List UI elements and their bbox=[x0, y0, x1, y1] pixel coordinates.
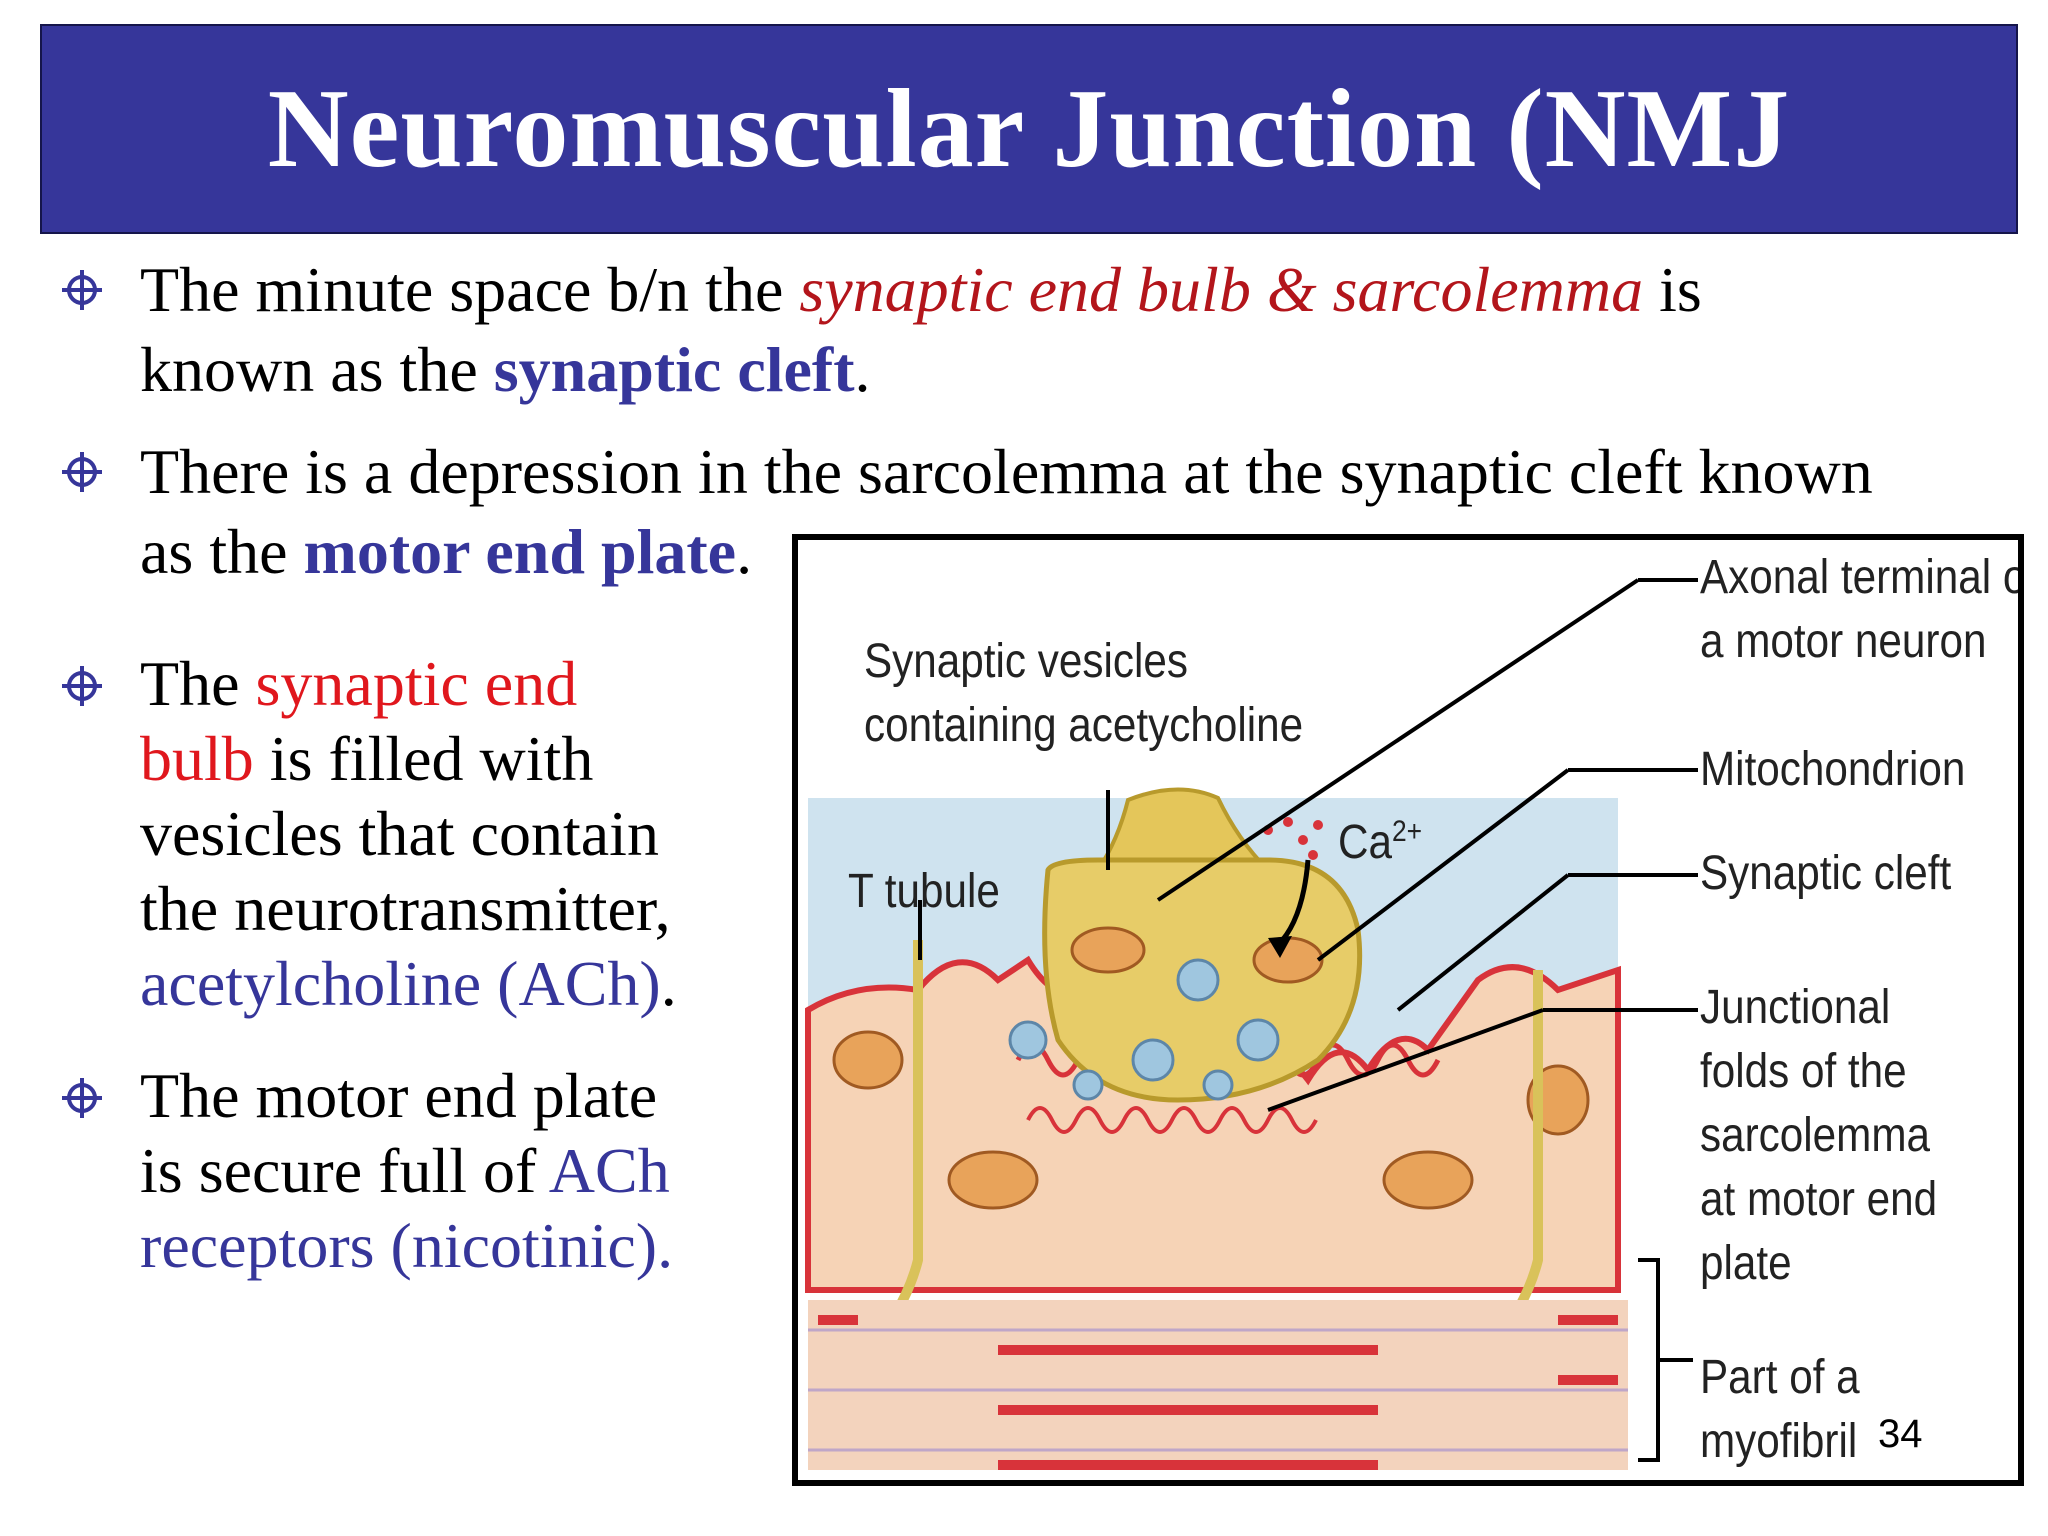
mitochondrion-muscle bbox=[1382, 1150, 1474, 1210]
bullet-2-period: . bbox=[736, 516, 753, 587]
myofibril bbox=[808, 1300, 1628, 1470]
myofibril-bracket bbox=[1638, 1258, 1660, 1462]
bullet-3-text-c: vesicles that contain bbox=[140, 798, 659, 869]
ca-ion bbox=[1283, 817, 1293, 827]
bullet-4-term-b: receptors (nicotinic). bbox=[140, 1210, 674, 1281]
bullet-3: The synaptic end bulb is filled with ves… bbox=[60, 646, 677, 1021]
leader-folds bbox=[1267, 1008, 1544, 1112]
bullet-4: The motor end plate is secure full of AC… bbox=[60, 1058, 673, 1283]
bullet-2-text-a: There is a depression in the sarcolemma … bbox=[140, 436, 1873, 507]
nmj-illustration bbox=[805, 578, 1698, 1470]
label-ca: Ca2+ bbox=[1338, 815, 1423, 869]
bullet-1-period: . bbox=[854, 334, 871, 405]
synaptic-vesicle bbox=[1176, 958, 1220, 1002]
mitochondrion-muscle bbox=[832, 1030, 904, 1090]
synaptic-vesicle bbox=[1008, 1020, 1048, 1060]
synaptic-vesicle bbox=[1072, 1069, 1104, 1101]
crosshair-bullet-icon bbox=[62, 666, 102, 706]
bullet-1-highlight: synaptic end bulb & sarcolemma bbox=[799, 254, 1644, 325]
crosshair-bullet-icon bbox=[62, 1078, 102, 1118]
crosshair-bullet-icon bbox=[62, 452, 102, 492]
slide-title: Neuromuscular Junction (NMJ bbox=[267, 66, 1791, 191]
leader-cleft bbox=[1396, 873, 1570, 1012]
bullet-3-text-b: is filled with bbox=[253, 723, 594, 794]
junctional-folds-lower bbox=[1026, 1106, 1318, 1134]
mitochondrion-muscle bbox=[947, 1150, 1039, 1210]
bullet-1-text-b: is bbox=[1643, 254, 1702, 325]
ca-ion bbox=[1298, 835, 1308, 845]
bullet-3-highlight-a: synaptic end bbox=[255, 648, 578, 719]
bullet-2: There is a depression in the sarcolemma … bbox=[60, 432, 1873, 592]
label-synaptic-cleft: Synaptic cleft bbox=[1700, 847, 1952, 900]
bullet-2-term: motor end plate bbox=[303, 516, 737, 587]
bullet-1-text-a: The minute space b/n the bbox=[140, 254, 800, 325]
bullet-4-text-a: The motor end plate bbox=[140, 1060, 658, 1131]
page-number: 34 bbox=[1878, 1412, 1923, 1456]
bullet-3-term: acetylcholine (ACh) bbox=[140, 948, 661, 1019]
axon bbox=[1094, 787, 1273, 872]
bullet-3-text-a: The bbox=[140, 648, 256, 719]
crosshair-bullet-icon bbox=[62, 270, 102, 310]
ca-ion bbox=[1308, 850, 1318, 860]
synaptic-vesicle bbox=[1236, 1018, 1280, 1062]
synaptic-vesicle bbox=[1202, 1069, 1234, 1101]
bullet-1: The minute space b/n the synaptic end bu… bbox=[60, 250, 1702, 410]
mitochondrion-in-bulb bbox=[1252, 936, 1324, 984]
leader-mito bbox=[1316, 768, 1570, 962]
leader-axonal bbox=[1156, 578, 1640, 902]
bullet-4-term-a: ACh bbox=[548, 1135, 670, 1206]
label-mitochondrion: Mitochondrion bbox=[1700, 743, 1966, 796]
synaptic-vesicle bbox=[1131, 1038, 1175, 1082]
bullet-1-text-c: known as the bbox=[140, 334, 494, 405]
bullet-1-term: synaptic cleft bbox=[493, 334, 855, 405]
bullet-4-text-b: is secure full of bbox=[140, 1135, 549, 1206]
bullet-2-text-b: as the bbox=[140, 516, 304, 587]
bullet-3-highlight-b: bulb bbox=[140, 723, 254, 794]
mitochondrion-in-bulb bbox=[1070, 926, 1146, 974]
title-banner: Neuromuscular Junction (NMJ bbox=[40, 24, 2018, 234]
ca-arrow-head bbox=[1268, 936, 1292, 958]
ca-ion bbox=[1313, 820, 1323, 830]
bullet-3-period: . bbox=[660, 948, 677, 1019]
bullet-3-text-d: the neurotransmitter, bbox=[140, 873, 671, 944]
label-t-tubule: T tubule bbox=[848, 865, 1000, 918]
